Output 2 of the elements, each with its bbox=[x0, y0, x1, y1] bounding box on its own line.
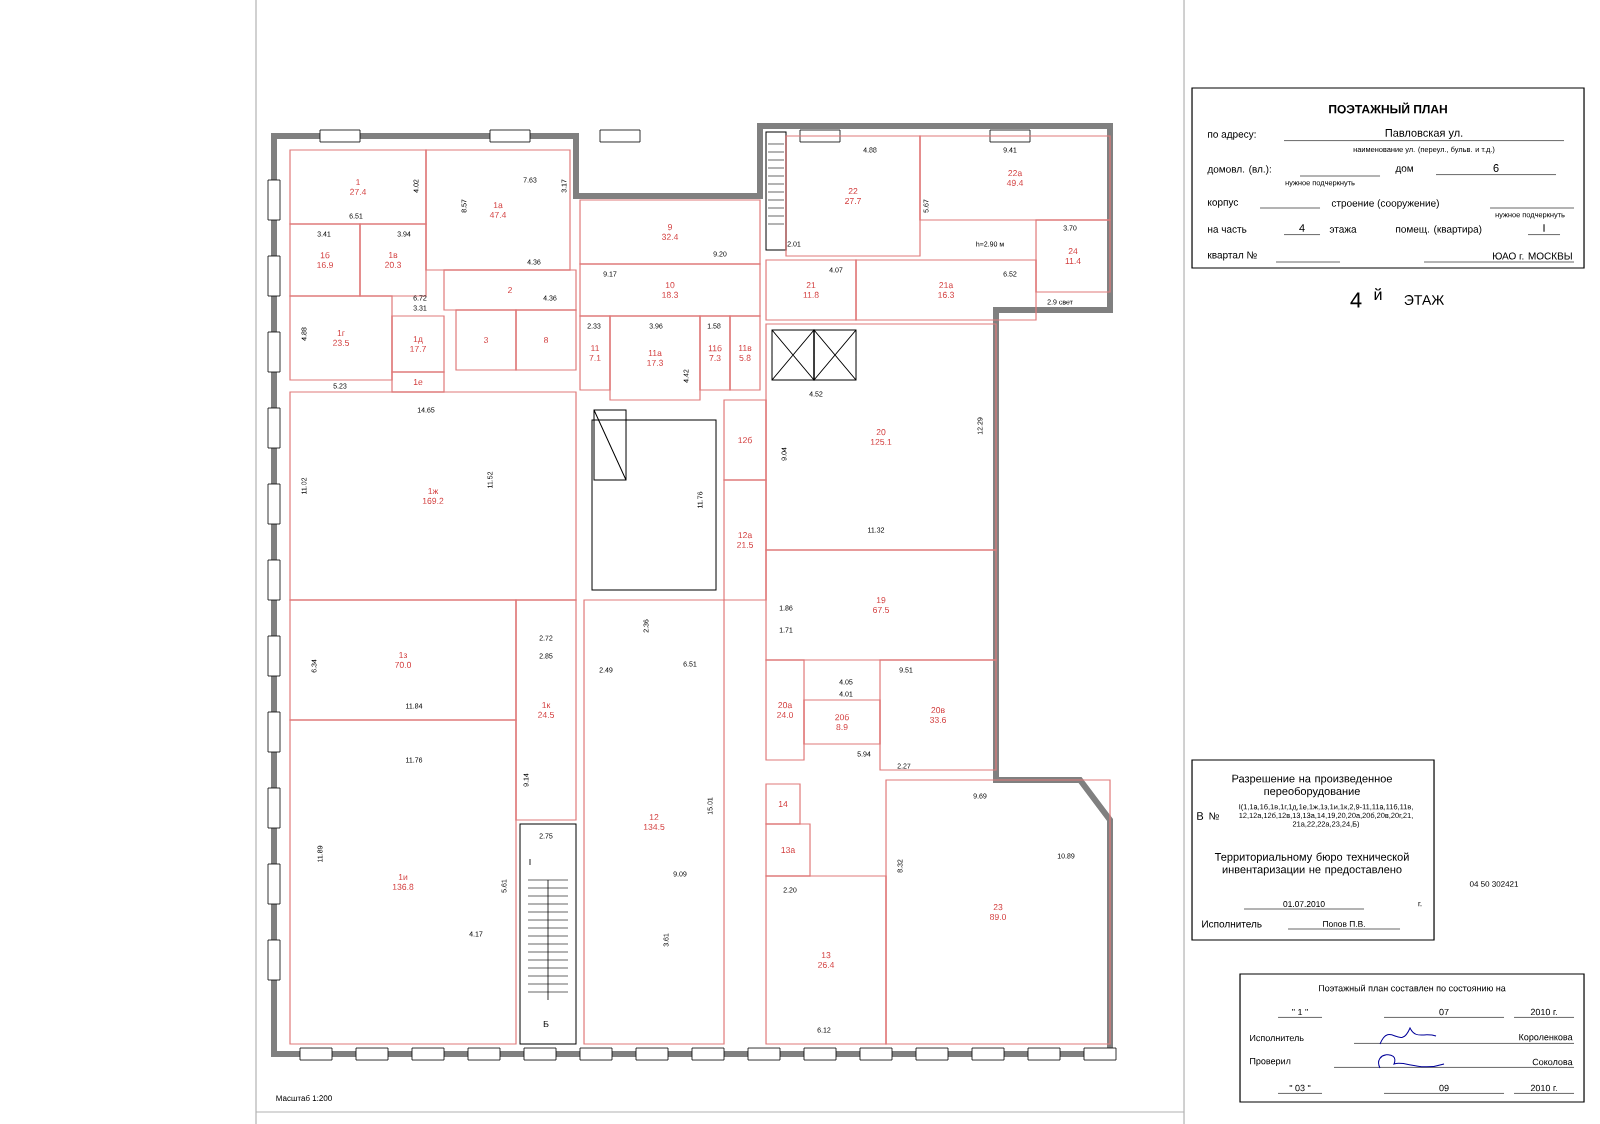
floor-number: 4 bbox=[1350, 292, 1362, 308]
floor-number: й bbox=[1374, 288, 1382, 300]
